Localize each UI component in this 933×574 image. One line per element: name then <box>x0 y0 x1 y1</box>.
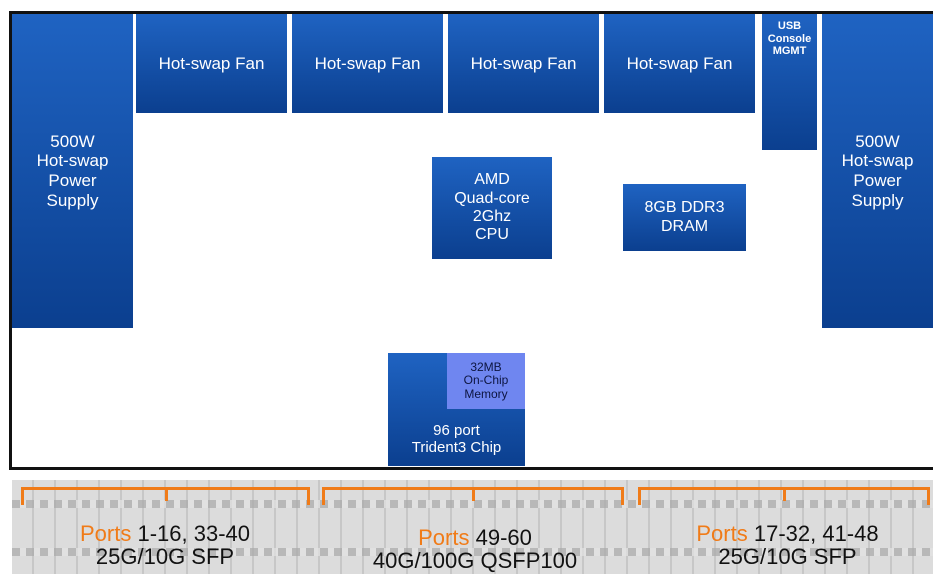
port-group-3-type: 25G/10G SFP <box>718 544 857 570</box>
port-group-3-range: 17-32, 41-48 <box>747 521 879 546</box>
front-panel-row-top <box>12 500 933 508</box>
fan-4: Hot-swap Fan <box>604 14 755 113</box>
on-chip-memory-label: 32MB On-Chip Memory <box>463 359 509 401</box>
port-group-2-type: 40G/100G QSFP100 <box>372 548 578 574</box>
dram-label: 8GB DDR3 DRAM <box>644 199 725 235</box>
cpu-label: AMD Quad-core 2Ghz CPU <box>454 171 530 244</box>
front-panel-row-bottom <box>12 548 933 556</box>
power-supply-left-label: 500W Hot-swap Power Supply <box>36 131 109 210</box>
on-chip-memory: 32MB On-Chip Memory <box>447 353 525 409</box>
port-group-3-bracket <box>638 487 930 505</box>
power-supply-right-label: 500W Hot-swap Power Supply <box>841 131 914 210</box>
usb-console-mgmt: USB Console MGMT <box>762 14 817 150</box>
port-group-1-word: Ports <box>80 521 132 546</box>
fan-2-label: Hot-swap Fan <box>314 53 421 73</box>
fan-3: Hot-swap Fan <box>448 14 599 113</box>
port-group-2-range: 49-60 <box>469 525 532 550</box>
port-group-3-word: Ports <box>696 521 748 546</box>
port-group-1-range: 1-16, 33-40 <box>131 521 250 546</box>
port-group-2-word: Ports <box>418 525 470 550</box>
port-group-3-label: Ports 17-32, 41-48 25G/10G SFP <box>645 522 930 568</box>
port-group-2-bracket <box>322 487 624 505</box>
usb-console-label: USB Console MGMT <box>767 20 812 58</box>
fan-4-label: Hot-swap Fan <box>626 53 733 73</box>
chassis-outline <box>9 11 933 470</box>
port-group-1-bracket <box>21 487 310 505</box>
dram-block: 8GB DDR3 DRAM <box>623 184 746 251</box>
fan-2: Hot-swap Fan <box>292 14 443 113</box>
power-supply-right: 500W Hot-swap Power Supply <box>822 14 933 328</box>
port-group-2-label: Ports 49-60 40G/100G QSFP100 <box>330 526 620 572</box>
fan-3-label: Hot-swap Fan <box>470 53 577 73</box>
fan-1: Hot-swap Fan <box>136 14 287 113</box>
power-supply-left: 500W Hot-swap Power Supply <box>12 14 133 328</box>
port-group-1-label: Ports 1-16, 33-40 25G/10G SFP <box>40 522 290 568</box>
switch-chip-label: 96 port Trident3 Chip <box>411 421 502 456</box>
fan-1-label: Hot-swap Fan <box>158 53 265 73</box>
cpu-block: AMD Quad-core 2Ghz CPU <box>432 157 552 259</box>
port-group-1-type: 25G/10G SFP <box>95 544 235 570</box>
